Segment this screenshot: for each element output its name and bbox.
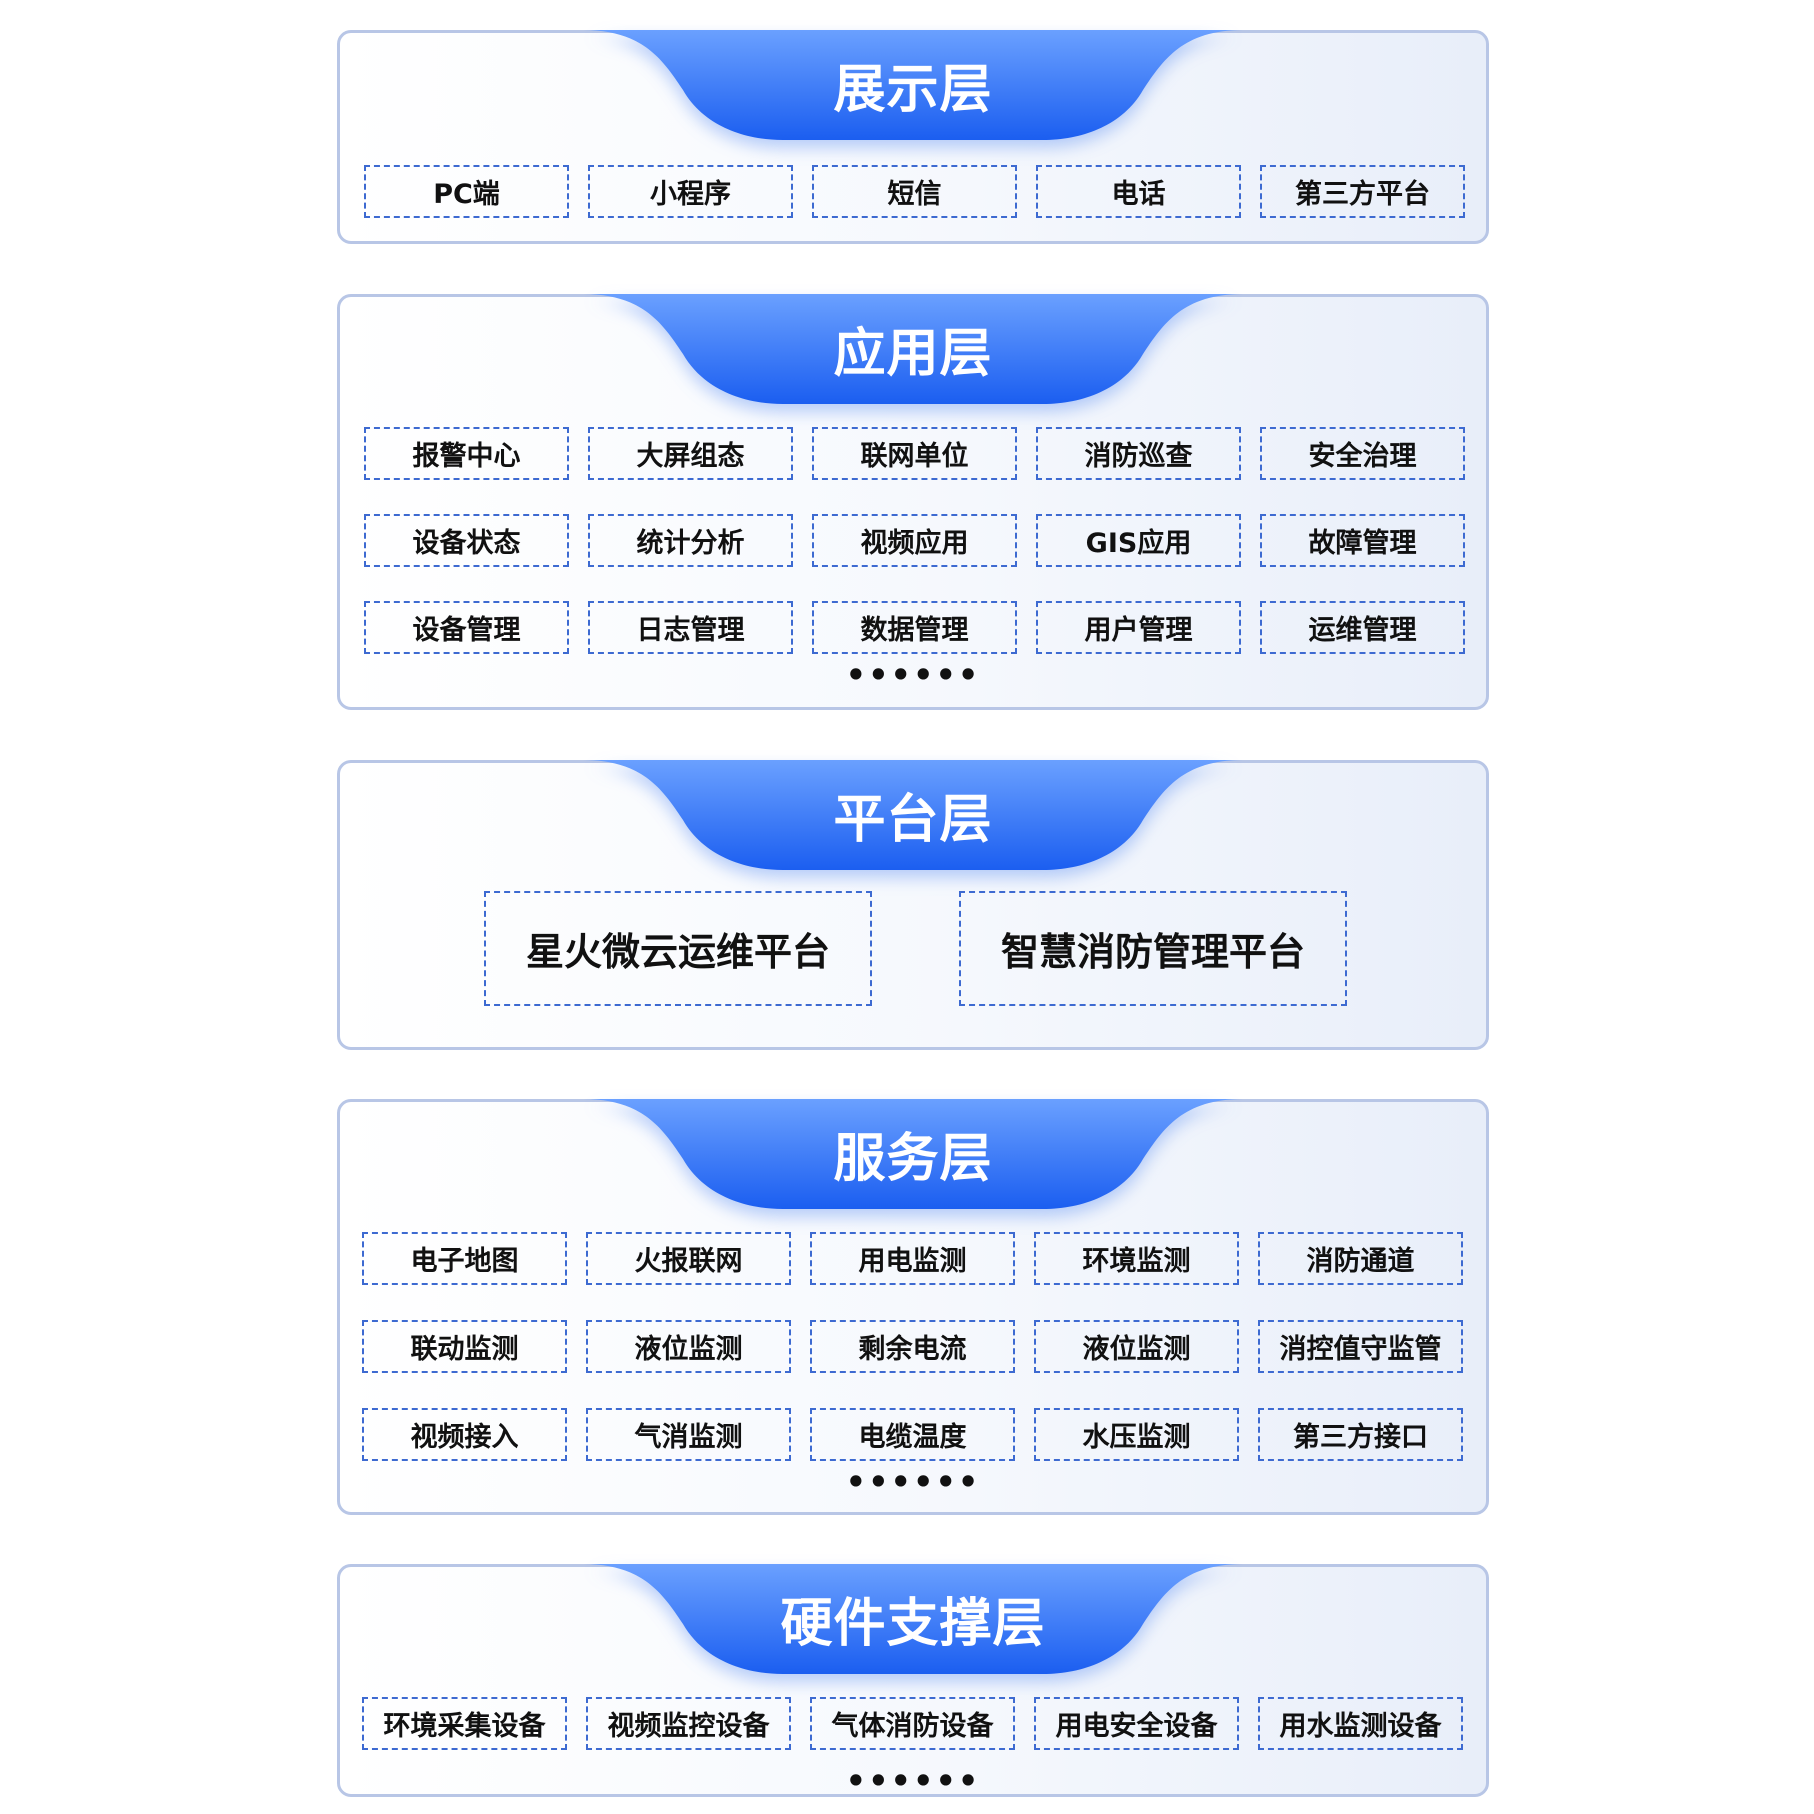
tab-shape: [583, 1564, 1243, 1674]
layer-title: 展示层: [833, 60, 993, 120]
layer-item: 视频监控设备: [586, 1697, 791, 1750]
layer-item: 大屏组态: [588, 427, 793, 480]
layer-item: PC端: [364, 165, 569, 218]
layer-item: 液位监测: [1034, 1320, 1239, 1373]
layer-title-tab: 展示层: [583, 30, 1243, 140]
layer-item: 小程序: [588, 165, 793, 218]
layer-items: 环境采集设备 视频监控设备 气体消防设备 用电安全设备 用水监测设备: [362, 1697, 1463, 1750]
platform-item: 智慧消防管理平台: [959, 891, 1347, 1006]
layer-item: 故障管理: [1260, 514, 1465, 567]
layer-title: 平台层: [833, 790, 993, 850]
tab-shape: [583, 30, 1243, 140]
more-indicator: ••••••: [845, 656, 981, 694]
layer-item: 视频接入: [362, 1408, 567, 1461]
layer-title: 应用层: [833, 324, 993, 384]
layer-application: 应用层 报警中心 大屏组态 联网单位 消防巡查 安全治理 设备状态 统计分析 视…: [337, 294, 1489, 710]
layer-item: 消防巡查: [1036, 427, 1241, 480]
layer-item: 消控值守监管: [1258, 1320, 1463, 1373]
tab-shape: [583, 294, 1243, 404]
layer-item: 第三方接口: [1258, 1408, 1463, 1461]
layer-item: 气体消防设备: [810, 1697, 1015, 1750]
layer-item: 液位监测: [586, 1320, 791, 1373]
layer-presentation: 展示层 PC端 小程序 短信 电话 第三方平台: [337, 30, 1489, 244]
layer-title-tab: 平台层: [583, 760, 1243, 870]
layer-title: 硬件支撑层: [780, 1594, 1046, 1654]
layer-platform: 平台层 星火微云运维平台 智慧消防管理平台: [337, 760, 1489, 1050]
layer-title-tab: 应用层: [583, 294, 1243, 404]
layer-item: 联网单位: [812, 427, 1017, 480]
layer-item: 第三方平台: [1260, 165, 1465, 218]
layer-title-tab: 硬件支撑层: [583, 1564, 1243, 1674]
tab-shape: [583, 1099, 1243, 1209]
layer-item: 电缆温度: [810, 1408, 1015, 1461]
layer-item: 设备管理: [364, 601, 569, 654]
layer-item: 运维管理: [1260, 601, 1465, 654]
layer-item: 用水监测设备: [1258, 1697, 1463, 1750]
layer-service: 服务层 电子地图 火报联网 用电监测 环境监测 消防通道 联动监测 液位监测 剩…: [337, 1099, 1489, 1515]
layer-item: 用电监测: [810, 1232, 1015, 1285]
layer-title: 服务层: [833, 1129, 993, 1189]
layer-item: 电话: [1036, 165, 1241, 218]
layer-item: 联动监测: [362, 1320, 567, 1373]
layer-title-tab: 服务层: [583, 1099, 1243, 1209]
layer-item: 火报联网: [586, 1232, 791, 1285]
layer-items: PC端 小程序 短信 电话 第三方平台: [364, 165, 1465, 218]
layer-item: 报警中心: [364, 427, 569, 480]
more-indicator: ••••••: [845, 1762, 981, 1800]
tab-shape: [583, 760, 1243, 870]
layer-item: 设备状态: [364, 514, 569, 567]
layer-item: 统计分析: [588, 514, 793, 567]
layer-item: 视频应用: [812, 514, 1017, 567]
layer-item: 水压监测: [1034, 1408, 1239, 1461]
layer-item: 日志管理: [588, 601, 793, 654]
platform-item: 星火微云运维平台: [484, 891, 872, 1006]
layer-item: 用电安全设备: [1034, 1697, 1239, 1750]
more-indicator: ••••••: [845, 1463, 981, 1501]
layer-item: 短信: [812, 165, 1017, 218]
layer-hardware: 硬件支撑层 环境采集设备 视频监控设备 气体消防设备 用电安全设备 用水监测设备…: [337, 1564, 1489, 1797]
layer-item: 环境监测: [1034, 1232, 1239, 1285]
layer-item: 安全治理: [1260, 427, 1465, 480]
layer-item: 电子地图: [362, 1232, 567, 1285]
layer-item: 用户管理: [1036, 601, 1241, 654]
layer-item: 消防通道: [1258, 1232, 1463, 1285]
layer-items: 电子地图 火报联网 用电监测 环境监测 消防通道 联动监测 液位监测 剩余电流 …: [362, 1232, 1463, 1461]
layer-item: 气消监测: [586, 1408, 791, 1461]
layer-item: 环境采集设备: [362, 1697, 567, 1750]
layer-item: 数据管理: [812, 601, 1017, 654]
layer-item: GIS应用: [1036, 514, 1241, 567]
layer-items: 报警中心 大屏组态 联网单位 消防巡查 安全治理 设备状态 统计分析 视频应用 …: [364, 427, 1465, 654]
layer-item: 剩余电流: [810, 1320, 1015, 1373]
